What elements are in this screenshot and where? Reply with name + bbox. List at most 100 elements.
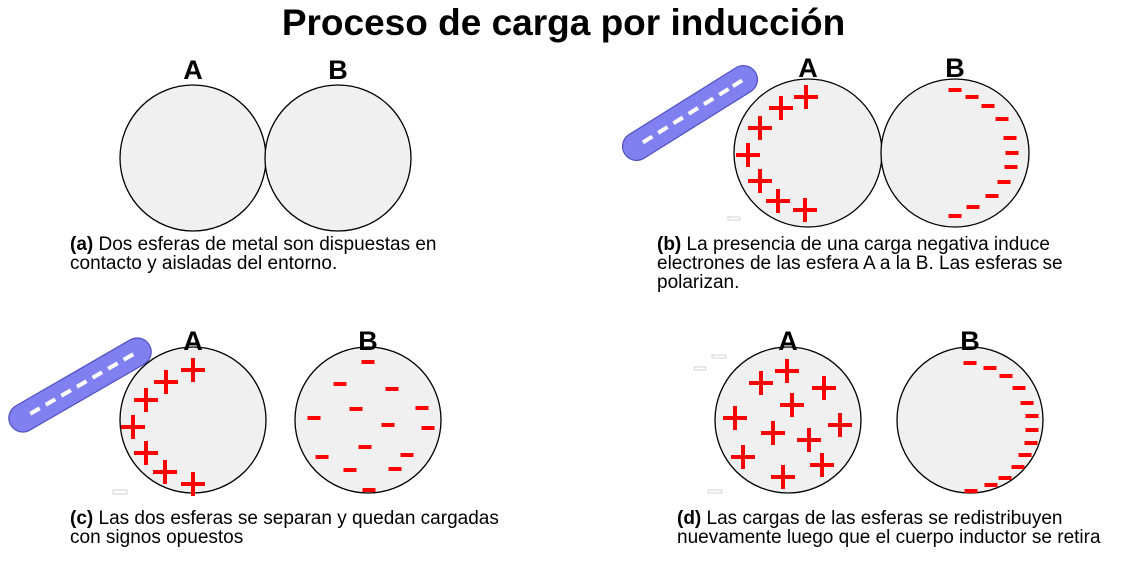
positive-charge bbox=[121, 415, 145, 439]
inducing-rod bbox=[8, 337, 152, 433]
sphere-a bbox=[119, 84, 267, 232]
positive-charge bbox=[780, 393, 804, 417]
negative-charge bbox=[307, 416, 321, 420]
positive-charge bbox=[181, 472, 205, 496]
caption-a: (a) Dos esferas de metal son dispuestas … bbox=[70, 235, 490, 273]
caption-c-text: Las dos esferas se separan y quedan carg… bbox=[70, 508, 499, 548]
panel-b: A B bbox=[621, 53, 1030, 228]
caption-a-letter: (a) bbox=[70, 234, 94, 255]
caption-c-letter: (c) bbox=[70, 508, 94, 529]
negative-charge bbox=[107, 361, 119, 371]
negative-charge bbox=[981, 104, 995, 108]
page-title: Proceso de carga por inducción bbox=[281, 2, 846, 43]
negative-charge bbox=[672, 115, 684, 126]
negative-charge bbox=[983, 366, 997, 370]
label-sphere-b: B bbox=[328, 55, 348, 85]
caption-a-text: Dos esferas de metal son dispuestas en c… bbox=[70, 234, 437, 274]
inducing-rod bbox=[621, 65, 759, 161]
negative-charge bbox=[381, 423, 395, 427]
positive-charge bbox=[761, 421, 785, 445]
negative-charge bbox=[1005, 151, 1019, 155]
negative-charge bbox=[984, 483, 998, 487]
negative-charge bbox=[966, 205, 980, 209]
negative-charge bbox=[361, 360, 375, 364]
rod-negative-charges bbox=[29, 352, 135, 416]
negative-charge bbox=[29, 406, 41, 416]
negative-charge bbox=[385, 387, 399, 391]
negative-charge bbox=[122, 352, 135, 362]
sphere-b bbox=[264, 84, 412, 232]
positive-charge bbox=[793, 198, 817, 222]
negative-charge bbox=[718, 87, 730, 97]
separated-charges bbox=[121, 358, 435, 496]
negative-charge bbox=[91, 370, 104, 380]
positive-charge bbox=[736, 143, 760, 167]
redistributed-charges bbox=[723, 359, 1039, 493]
label-sphere-a: A bbox=[183, 326, 203, 356]
negative-charge bbox=[1025, 414, 1039, 418]
induced-charges bbox=[736, 85, 1019, 222]
positive-charge bbox=[810, 453, 834, 477]
negative-charge bbox=[963, 361, 977, 365]
negative-charge bbox=[965, 95, 979, 99]
positive-charge bbox=[797, 428, 821, 452]
negative-charge bbox=[999, 374, 1013, 378]
small-marker bbox=[112, 489, 128, 495]
negative-charge bbox=[1012, 386, 1026, 390]
positive-charge bbox=[794, 85, 818, 109]
label-sphere-b: B bbox=[358, 326, 378, 356]
negative-charge bbox=[333, 382, 347, 386]
positive-charge bbox=[154, 370, 178, 394]
negative-charge bbox=[998, 476, 1012, 480]
positive-charge bbox=[749, 371, 773, 395]
negative-charge bbox=[44, 397, 57, 407]
negative-charge bbox=[1003, 136, 1017, 140]
negative-charge bbox=[315, 455, 329, 459]
negative-charge bbox=[985, 194, 999, 198]
negative-charge bbox=[1024, 441, 1038, 445]
negative-charge bbox=[75, 379, 88, 389]
small-marker bbox=[707, 489, 723, 494]
label-sphere-b: B bbox=[960, 326, 980, 356]
positive-charge bbox=[731, 445, 755, 469]
sphere-b bbox=[880, 78, 1030, 228]
positive-charge bbox=[723, 406, 747, 430]
negative-charge bbox=[343, 468, 357, 472]
panel-a: A B bbox=[119, 55, 412, 232]
caption-b-letter: (b) bbox=[657, 234, 682, 255]
positive-charge bbox=[812, 376, 836, 400]
negative-charge bbox=[997, 180, 1011, 184]
negative-charge bbox=[388, 467, 402, 471]
panel-d: A B bbox=[693, 326, 1044, 494]
negative-charge bbox=[421, 426, 435, 430]
positive-charge bbox=[771, 465, 795, 489]
caption-b-text: La presencia de una carga negativa induc… bbox=[657, 234, 1063, 293]
negative-charge bbox=[641, 134, 654, 145]
positive-charge bbox=[181, 358, 205, 382]
positive-charge bbox=[748, 169, 772, 193]
positive-charge bbox=[748, 116, 772, 140]
positive-charge bbox=[134, 441, 158, 465]
label-sphere-a: A bbox=[183, 55, 203, 85]
negative-charge bbox=[60, 388, 72, 398]
negative-charge bbox=[1025, 428, 1039, 432]
negative-charge bbox=[415, 406, 429, 410]
panel-c: A B bbox=[8, 326, 442, 496]
negative-charge bbox=[400, 453, 414, 457]
negative-charge bbox=[948, 88, 962, 92]
positive-charge bbox=[769, 96, 793, 120]
sphere-b bbox=[896, 346, 1044, 494]
rod-negative-charges bbox=[641, 78, 744, 145]
caption-d-letter: (d) bbox=[677, 508, 702, 529]
caption-d-text: Las cargas de las esferas se redistribuy… bbox=[677, 508, 1101, 548]
small-marker bbox=[711, 354, 727, 359]
negative-charge bbox=[1004, 165, 1018, 169]
negative-charge bbox=[349, 407, 363, 411]
positive-charge bbox=[153, 460, 177, 484]
negative-charge bbox=[948, 214, 962, 218]
label-sphere-a: A bbox=[798, 53, 818, 83]
negative-charge bbox=[687, 106, 700, 116]
caption-d: (d) Las cargas de las esferas se redistr… bbox=[677, 509, 1122, 547]
